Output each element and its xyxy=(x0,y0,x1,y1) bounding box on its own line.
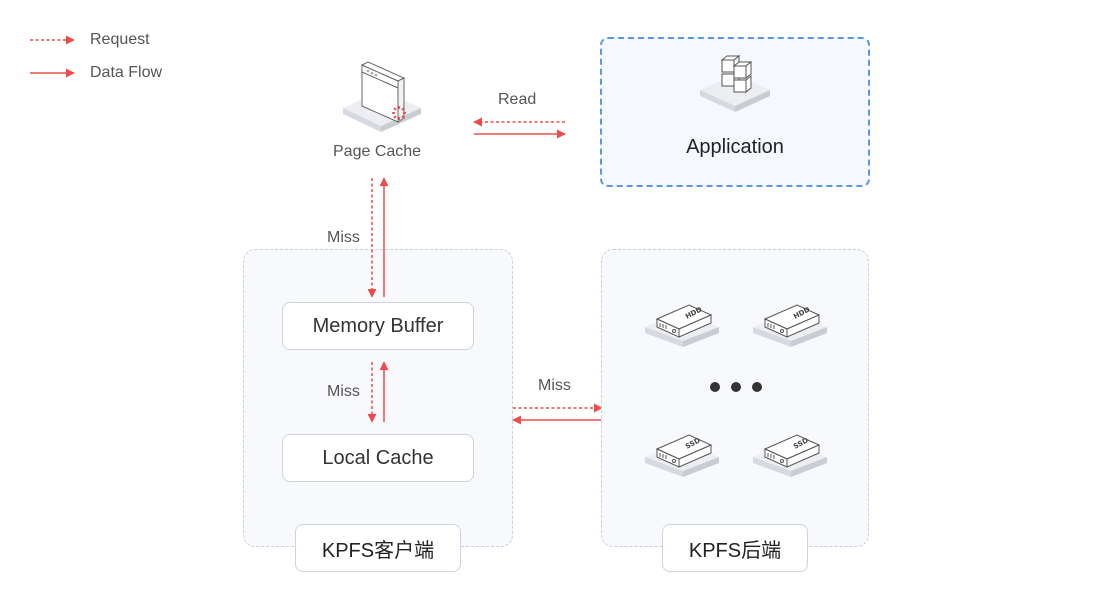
legend-request-label: Request xyxy=(90,31,150,48)
read-label: Read xyxy=(498,91,537,108)
miss-label-page-cache: Miss xyxy=(327,229,360,246)
more-disks-ellipsis xyxy=(710,382,762,392)
legend-data-flow-label: Data Flow xyxy=(90,64,163,81)
legend-data-flow-arrow xyxy=(30,68,75,78)
ellipsis-dot xyxy=(752,382,762,392)
miss-label-memory-buffer: Miss xyxy=(327,383,360,400)
memory-buffer-node: Memory Buffer xyxy=(282,302,474,350)
hdd-disk-icon: HDD xyxy=(645,304,719,347)
kpfs-backend-title: KPFS后端 xyxy=(662,524,808,572)
legend-request-arrow xyxy=(30,35,75,45)
browser-window-icon xyxy=(343,61,421,132)
kpfs-backend-group xyxy=(601,249,869,547)
hdd-disk-icon: HDD xyxy=(753,304,827,347)
cubes-icon xyxy=(700,54,770,112)
local-cache-node: Local Cache xyxy=(282,434,474,482)
miss-label-backend: Miss xyxy=(538,377,571,394)
ellipsis-dot xyxy=(710,382,720,392)
ssd-disk-icon: SSD xyxy=(753,434,827,477)
vertical-arrows xyxy=(367,177,389,423)
read-arrows xyxy=(473,117,566,139)
application-label: Application xyxy=(686,136,784,158)
page-cache-label: Page Cache xyxy=(333,143,422,160)
kpfs-client-title: KPFS客户端 xyxy=(295,524,461,572)
ellipsis-dot xyxy=(731,382,741,392)
ssd-disk-icon: SSD xyxy=(645,434,719,477)
backend-arrows xyxy=(512,403,603,425)
